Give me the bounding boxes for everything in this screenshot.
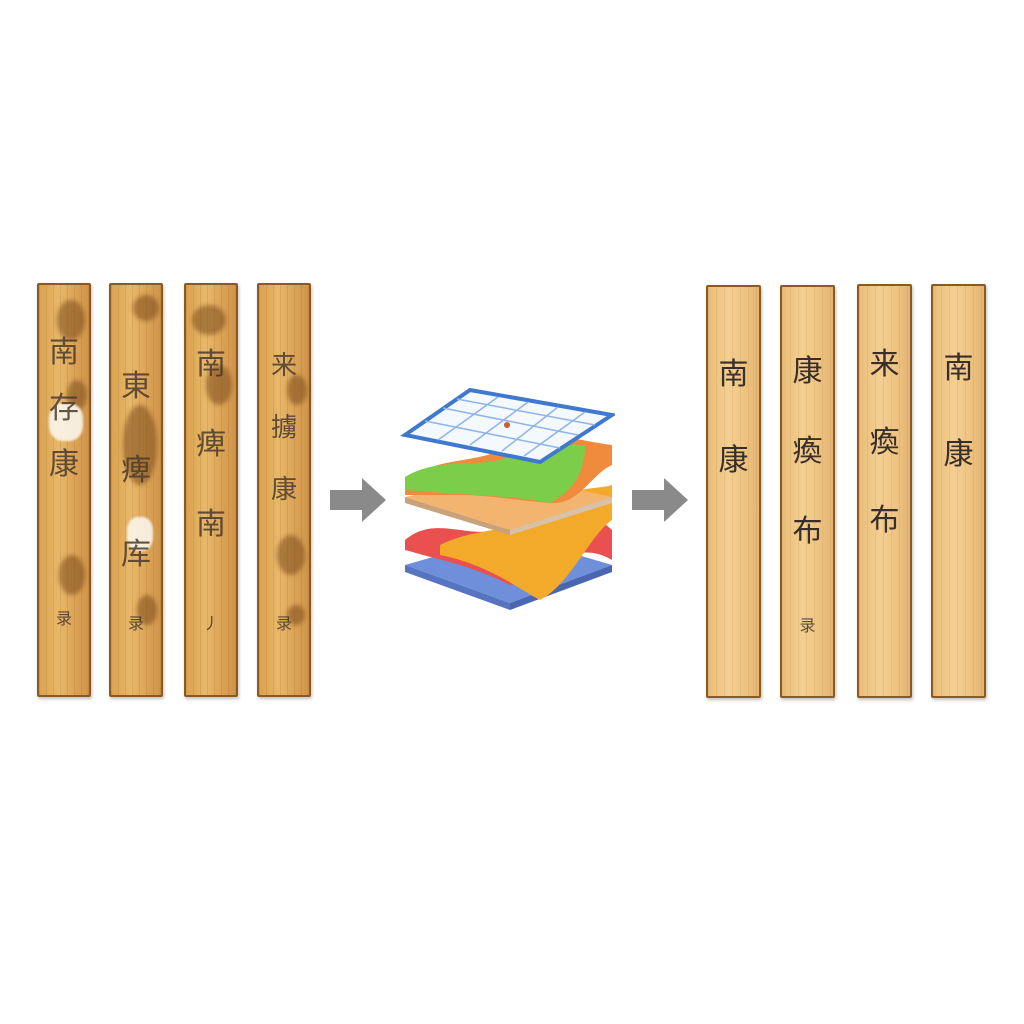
slip-character: 存 [49, 391, 79, 426]
slip-character: 布 [792, 514, 823, 549]
slip-character: 南 [196, 507, 226, 542]
slip-character: 痺 [196, 427, 226, 462]
slip-character: 東 [121, 369, 151, 404]
slip-character: 南 [49, 335, 79, 370]
slip-character: 康 [943, 437, 974, 472]
restored-slip-4: 南 康 [931, 284, 986, 698]
slip-character: 来 [869, 347, 900, 382]
slip-character: 南 [196, 347, 226, 382]
restored-slip-1: 南 康 [706, 285, 761, 698]
slip-character: 擄 [270, 413, 297, 443]
arrow-right-icon [632, 478, 688, 522]
slip-seal: 录 [55, 609, 72, 628]
slip-character: 康 [792, 354, 823, 389]
slip-seal: 录 [127, 614, 144, 633]
damaged-slip-2: 東 痺 库 录 [109, 283, 163, 697]
restored-slip-3: 来 瘓 布 [857, 284, 912, 698]
arrow-right-icon [330, 478, 386, 522]
slip-character: 来 [270, 351, 297, 381]
slip-seal: 丿 [202, 614, 219, 633]
slip-character: 痺 [121, 453, 151, 488]
slip-character: 瘓 [792, 434, 823, 469]
damaged-slip-1: 南 存 康 录 [37, 283, 91, 697]
damaged-slip-3: 南 痺 南 丿 [184, 283, 238, 697]
slip-character: 南 [943, 351, 974, 386]
slip-seal: 录 [275, 614, 292, 633]
slip-character: 布 [869, 503, 900, 538]
restored-slip-2: 康 瘓 布 录 [780, 285, 835, 698]
slip-seal: 录 [799, 616, 816, 635]
slip-character: 库 [121, 537, 151, 572]
layered-model-icon [400, 387, 615, 610]
slip-character: 南 [718, 357, 749, 392]
slip-character: 康 [270, 475, 297, 505]
slip-character: 康 [718, 443, 749, 478]
slip-character: 瘓 [869, 425, 900, 460]
damaged-slip-4: 来 擄 康 录 [257, 283, 311, 697]
slip-character: 康 [49, 447, 79, 482]
